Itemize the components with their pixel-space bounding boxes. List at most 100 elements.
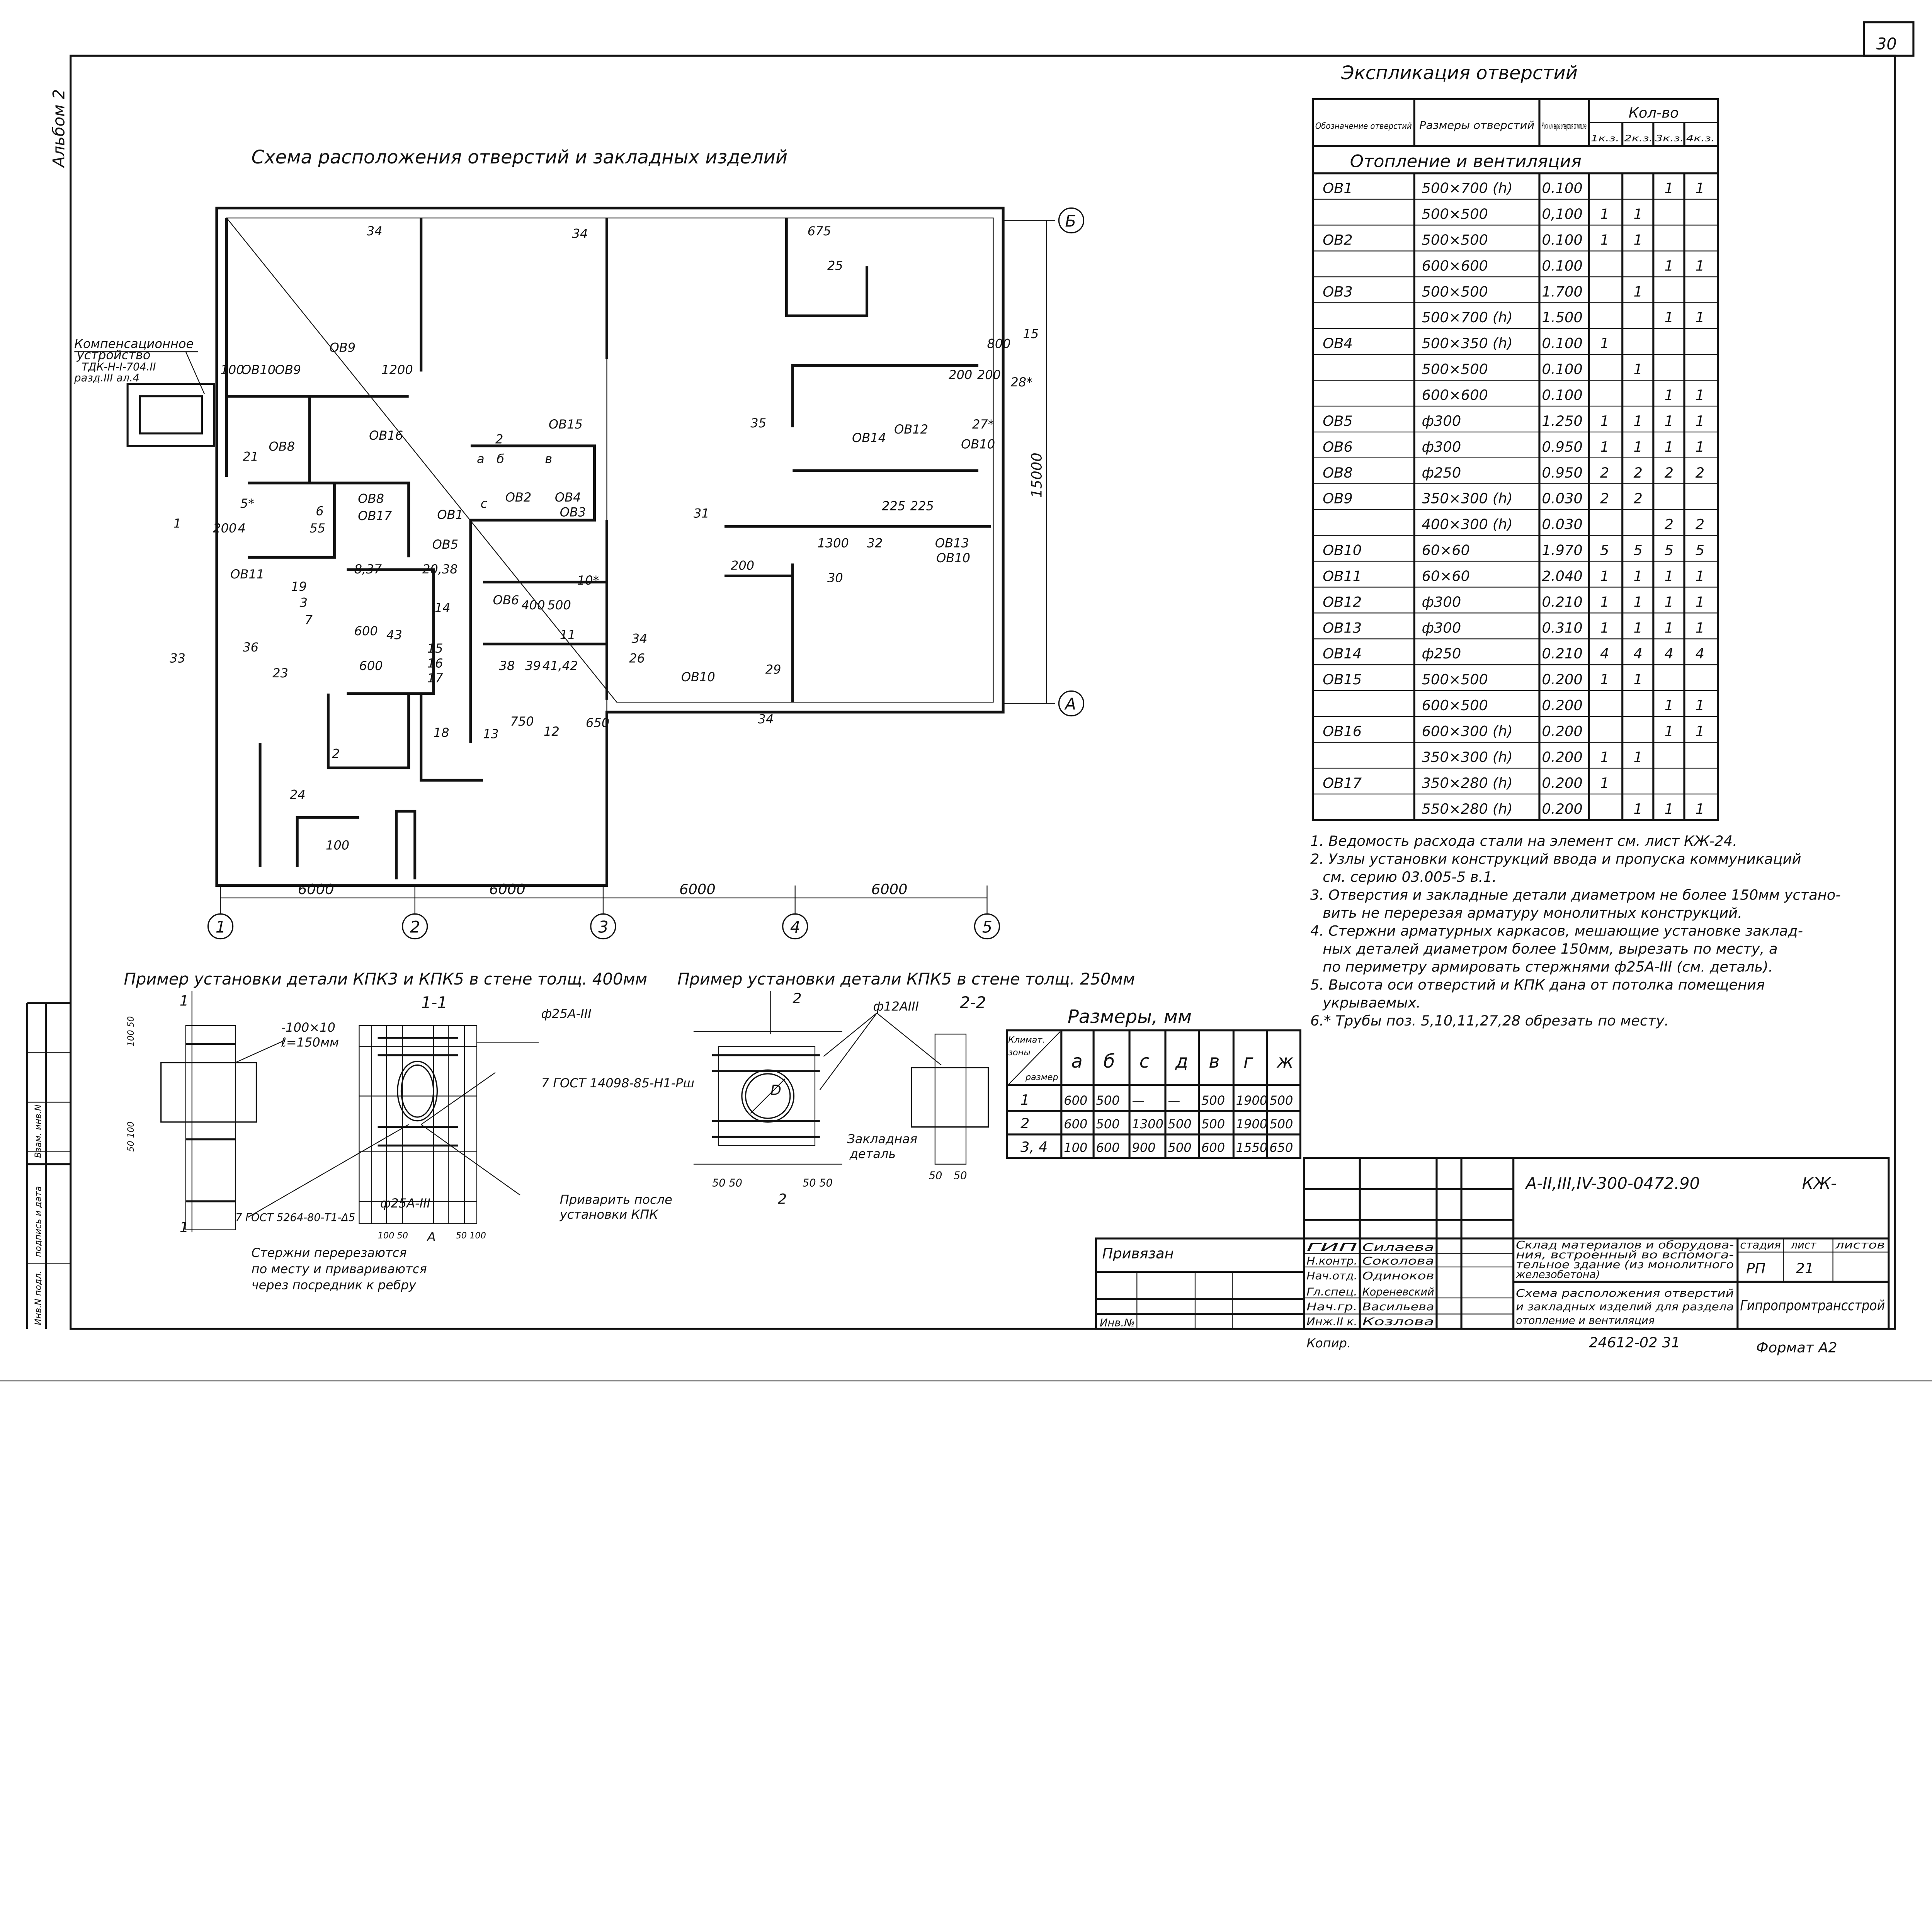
zone-quantity: 1 (1665, 413, 1673, 429)
opening-id: ОВ6 (1323, 439, 1353, 455)
plan-label: 4 (238, 521, 245, 536)
opening-id: ОВ9 (1323, 490, 1353, 507)
span-dimension: 6000 (871, 881, 908, 898)
dim-value: — (1132, 1093, 1144, 1108)
zone-quantity: 1 (1600, 206, 1609, 223)
opening-height: 0,100 (1542, 206, 1582, 223)
detail1-dim: А (427, 1230, 436, 1244)
zone-quantity: 4 (1600, 645, 1609, 662)
dim-value: 500 (1096, 1117, 1120, 1131)
archive-number: 24612-02 31 (1589, 1334, 1680, 1351)
plan-label: 2 (495, 432, 503, 446)
opening-height: 0.950 (1542, 464, 1582, 481)
detail1-section: 1-1 (421, 993, 447, 1012)
plate-length: ℓ=150мм (281, 1035, 339, 1049)
dim-value: 500 (1269, 1117, 1293, 1131)
plan-label: 675 (808, 224, 831, 238)
dim-column-header: д (1175, 1051, 1188, 1072)
detail1-dim: 50 100 (456, 1231, 486, 1241)
axis-label: 5 (982, 917, 993, 936)
col-sizes: Размеры отверстий (1419, 119, 1534, 131)
plan-label: 29 (765, 662, 781, 677)
opening-size: 350×300 (h) (1422, 490, 1512, 507)
zone-quantity: 1 (1665, 697, 1673, 714)
sheet-title-line: Схема расположения отверстий (1516, 1287, 1734, 1299)
opening-id: ОВ1 (1323, 180, 1353, 197)
opening-height: 2.040 (1542, 568, 1582, 584)
opening-height: 1.970 (1542, 542, 1582, 559)
axis-label-a: А (1064, 695, 1076, 714)
zone-quantity: 2 (1696, 516, 1704, 533)
zone-quantity: 1 (1600, 568, 1609, 584)
detail2-dim: 50 (929, 1170, 942, 1182)
explication-title: Экспликация отверстий (1341, 62, 1578, 84)
zone-quantity: 1 (1696, 568, 1704, 584)
stamp-sign-label: подпись и дата (33, 1186, 43, 1257)
zone-quantity: 1 (1634, 283, 1643, 300)
zone-quantity: 1 (1696, 387, 1704, 403)
overall-height-dim: 15000 (1029, 452, 1045, 498)
plan-label: 7 (304, 612, 313, 627)
plan-label: ОВ5 (432, 537, 459, 552)
zone-quantity: 1 (1665, 439, 1673, 455)
plan-label: 43 (386, 628, 402, 642)
plan-label: 100 (326, 838, 349, 853)
opening-height: 0.950 (1542, 439, 1582, 455)
dim-column-header: с (1139, 1051, 1150, 1072)
opening-id: ОВ2 (1323, 231, 1353, 248)
zone-quantity: 5 (1600, 542, 1609, 559)
zone-quantity: 2 (1600, 490, 1609, 507)
plan-label: 26 (629, 651, 645, 666)
device-note-line: Компенсационное (74, 337, 194, 351)
zone-quantity: 1 (1600, 775, 1609, 791)
detail2-dim: 50 (954, 1170, 967, 1182)
device-note-line: устройство (77, 347, 151, 362)
plan-label: 6 (316, 503, 323, 518)
opening-size: 350×280 (h) (1422, 775, 1512, 791)
plan-label: 5* (240, 496, 254, 511)
opening-size: 550×280 (h) (1422, 801, 1512, 817)
opening-height: 1.250 (1542, 413, 1582, 429)
section-heading: Отопление и вентиляция (1350, 151, 1582, 172)
plan-label: 225 (882, 499, 905, 514)
axis-marker (782, 913, 808, 940)
plan-label: 650 (586, 715, 609, 730)
zone-quantity: 1 (1665, 619, 1673, 636)
plan-label: 800 (987, 337, 1010, 351)
notes: 1. Ведомость расхода стали на элемент см… (1310, 833, 1841, 1029)
signer-role: Н.контр. (1306, 1255, 1357, 1267)
zone-quantity: 1 (1634, 231, 1643, 248)
zone-quantity: 1 (1600, 231, 1609, 248)
corner-climate: Климат. (1008, 1035, 1045, 1045)
opening-id: ОВ3 (1323, 283, 1353, 300)
opening-height: 0.200 (1542, 671, 1582, 688)
zone-header: 2к.з. (1624, 133, 1653, 143)
opening-size: 600×300 (h) (1422, 723, 1512, 740)
detail2-title: Пример установки детали КПК5 в стене тол… (677, 969, 1135, 988)
zone-header: 4к.з. (1686, 133, 1715, 143)
detail1-cut-top: 1 (180, 993, 189, 1009)
zone-quantity: 1 (1665, 180, 1673, 197)
corner-zones: зоны (1008, 1048, 1031, 1058)
plan-label: 100 (221, 362, 244, 377)
detail2-drawing (693, 991, 989, 1165)
plan-label: 2 (332, 747, 340, 761)
signer-role: Нач.отд. (1306, 1270, 1357, 1282)
dim-column-header: г (1243, 1051, 1253, 1072)
cut-note-2: по месту и привариваются (252, 1262, 427, 1276)
zone-quantity: 1 (1634, 671, 1643, 688)
note-line: 4. Стержни арматурных каркасов, мешающие… (1310, 922, 1803, 939)
detail2-cut-top: 2 (793, 990, 801, 1007)
axis-label: 4 (790, 917, 801, 936)
